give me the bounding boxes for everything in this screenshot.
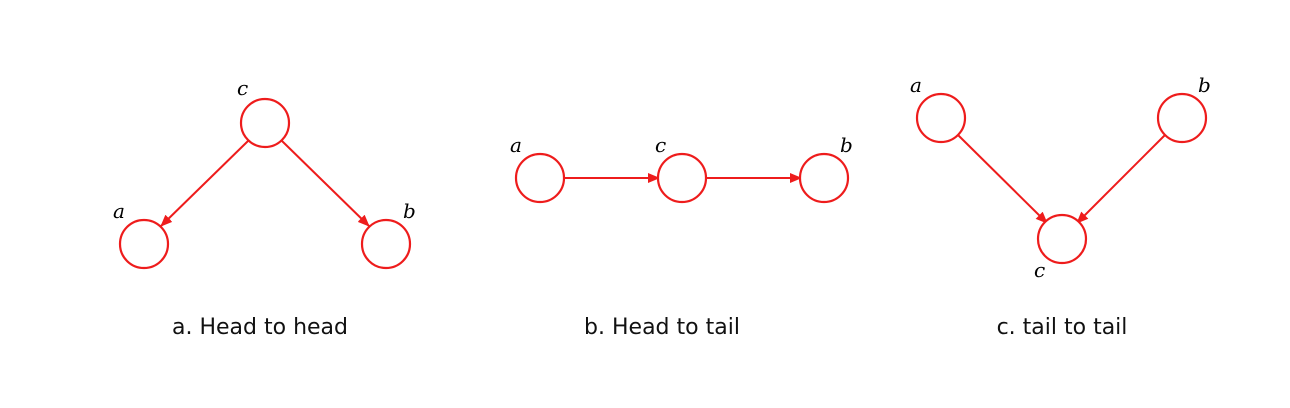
node-label-c: c [237, 76, 248, 100]
edge-b-to-c [1076, 134, 1166, 224]
node-b [798, 152, 850, 204]
node-label-b: b [403, 199, 416, 223]
node-label-a: a [510, 133, 522, 157]
diagram-head-to-head: c a b a. Head to head [113, 76, 416, 340]
edge-c-to-a [160, 140, 249, 227]
node-c [239, 97, 291, 149]
caption-tail-to-tail: c. tail to tail [997, 315, 1128, 340]
node-a [514, 152, 566, 204]
node-b [360, 218, 412, 270]
node-a [118, 218, 170, 270]
node-c [656, 152, 708, 204]
caption-head-to-tail: b. Head to tail [584, 315, 740, 340]
node-a [915, 92, 967, 144]
edge-c-to-b [281, 140, 370, 227]
node-b [1156, 92, 1208, 144]
node-label-b: b [840, 133, 853, 157]
edge-a-to-c [957, 134, 1048, 224]
diagram-head-to-tail: a c b b. Head to tail [510, 133, 853, 340]
node-label-b: b [1198, 73, 1211, 97]
node-label-a: a [910, 73, 922, 97]
node-c [1036, 213, 1088, 265]
node-label-c: c [1034, 258, 1045, 282]
caption-head-to-head: a. Head to head [172, 315, 348, 340]
node-label-a: a [113, 199, 125, 223]
diagram-tail-to-tail: a b c c. tail to tail [910, 73, 1211, 340]
node-label-c: c [655, 133, 666, 157]
